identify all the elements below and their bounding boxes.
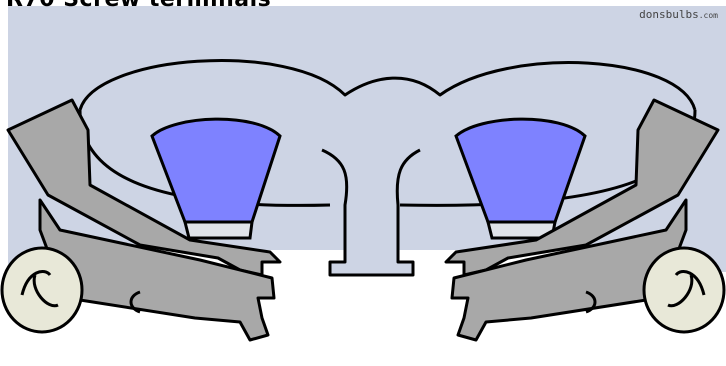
right-filament <box>454 117 587 240</box>
diagram-title: R70 Screw terminals <box>6 0 271 13</box>
left-screw <box>0 246 84 334</box>
reflector-rim <box>78 59 697 111</box>
right-screw <box>642 246 726 334</box>
watermark: donsbulbs.com <box>639 8 718 21</box>
right-bracket-hook <box>585 290 597 314</box>
left-bracket-arm <box>6 98 282 277</box>
bulb-body <box>8 6 726 277</box>
watermark-text: donsbulbs <box>639 8 699 21</box>
left-filament <box>150 117 282 240</box>
center-stem <box>321 148 421 277</box>
right-bracket-arm <box>444 98 720 277</box>
watermark-suffix: .com <box>698 11 718 20</box>
left-bracket-hook <box>129 290 141 314</box>
